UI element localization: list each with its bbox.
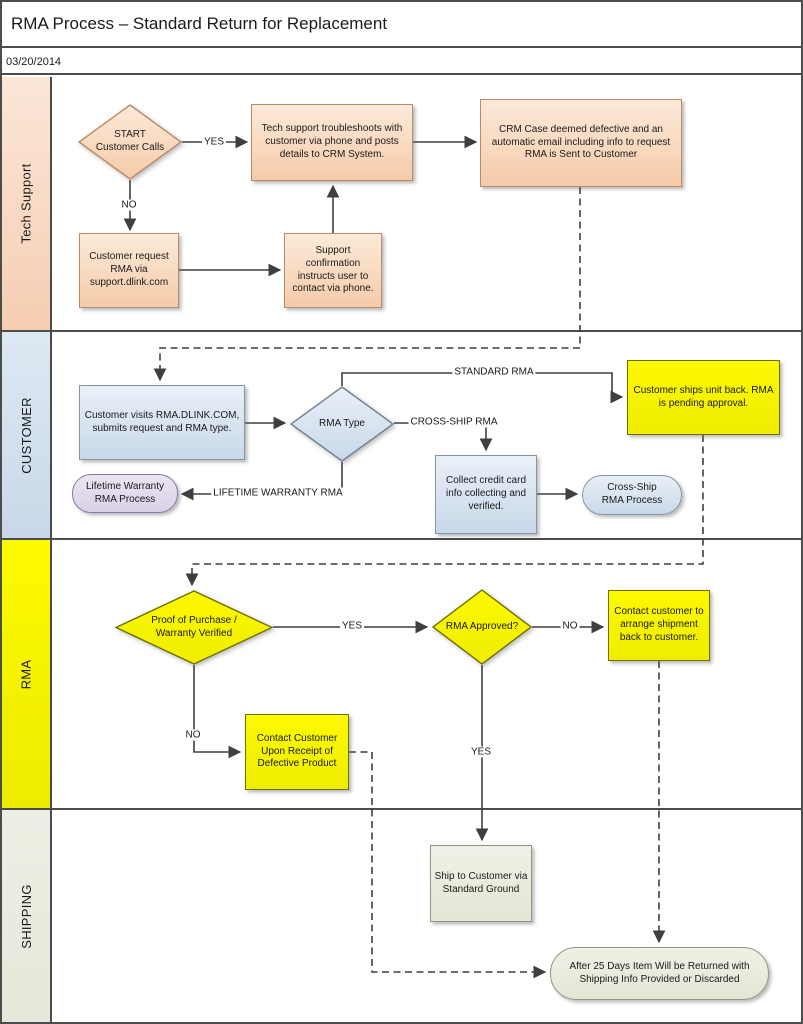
lane-header-customer: CUSTOMER: [2, 332, 52, 538]
proof-diamond: Proof of Purchase / Warranty Verified: [115, 590, 273, 665]
edge-label-no-proof: NO: [183, 729, 203, 741]
start-diamond-label: START Customer Calls: [95, 129, 165, 153]
lane-label-text: CUSTOMER: [18, 396, 34, 474]
lane-header-tech-support: Tech Support: [2, 77, 52, 330]
rma-type-label: RMA Type: [319, 417, 365, 429]
diamond-shape: [78, 104, 182, 180]
contact-receipt-box: Contact Customer Upon Receipt of Defecti…: [245, 714, 349, 790]
cross-ship-label: Cross-Ship RMA Process: [601, 482, 663, 506]
lane-header-rma: RMA: [2, 540, 52, 808]
cross-ship-terminator: Cross-Ship RMA Process: [582, 475, 682, 515]
after-25-label: After 25 Days Item Will be Returned with…: [569, 960, 750, 985]
edge-label-no-start: NO: [119, 199, 139, 211]
edge-label-standard-rma: STANDARD RMA: [452, 366, 536, 378]
contact-receipt-label: Contact Customer Upon Receipt of Defecti…: [256, 732, 338, 770]
customer-ships-box: Customer ships unit back. RMA is pending…: [627, 360, 780, 435]
diamond-shape: [115, 590, 273, 665]
lane-label-text: Tech Support: [18, 163, 34, 244]
edge-label-yes-start: YES: [201, 136, 227, 148]
support-confirm-box: Support confirmation instructs user to c…: [284, 233, 382, 308]
ship-ground-label: Ship to Customer via Standard Ground: [434, 870, 528, 895]
date-bar: 03/20/2014: [2, 50, 801, 75]
approved-diamond: RMA Approved?: [432, 589, 532, 665]
page-title: RMA Process – Standard Return for Replac…: [11, 14, 388, 33]
lifetime-terminator: Lifetime Warranty RMA Process: [72, 474, 178, 513]
collect-cc-box: Collect credit card info collecting and …: [435, 455, 537, 534]
troubleshoot-box: Tech support troubleshoots with customer…: [251, 104, 413, 181]
collect-cc-label: Collect credit card info collecting and …: [445, 475, 527, 512]
troubleshoot-label: Tech support troubleshoots with customer…: [261, 123, 403, 160]
request-rma-box: Customer request RMA via support.dlink.c…: [79, 233, 179, 308]
lane-rma: RMA: [2, 540, 801, 810]
contact-arrange-box: Contact customer to arrange shipment bac…: [608, 590, 710, 661]
proof-label: Proof of Purchase / Warranty Verified: [151, 614, 237, 639]
contact-arrange-label: Contact customer to arrange shipment bac…: [614, 606, 704, 643]
lane-label-text: SHIPPING: [18, 883, 34, 949]
customer-visits-label: Customer visits RMA.DLINK.COM, submits r…: [84, 409, 240, 434]
support-confirm-label: Support confirmation instructs user to c…: [292, 244, 374, 295]
ship-ground-box: Ship to Customer via Standard Ground: [430, 845, 532, 922]
start-diamond: START Customer Calls: [78, 104, 182, 180]
customer-visits-box: Customer visits RMA.DLINK.COM, submits r…: [79, 385, 245, 460]
edge-label-yes-proof: YES: [339, 620, 365, 632]
after-25-terminator: After 25 Days Item Will be Returned with…: [550, 947, 769, 1000]
request-rma-label: Customer request RMA via support.dlink.c…: [89, 251, 169, 288]
edge-label-yes-approved: YES: [468, 746, 494, 758]
rma-type-diamond: RMA Type: [290, 386, 394, 462]
crm-case-box: CRM Case deemed defective and an automat…: [480, 99, 682, 187]
title-bar: RMA Process – Standard Return for Replac…: [2, 2, 801, 48]
approved-label: RMA Approved?: [445, 620, 519, 632]
diamond-shape: [290, 386, 394, 462]
lifetime-label: Lifetime Warranty RMA Process: [86, 480, 164, 505]
lane-label-text: RMA: [18, 659, 34, 689]
date-label: 03/20/2014: [6, 55, 62, 68]
customer-ships-label: Customer ships unit back. RMA is pending…: [633, 384, 774, 409]
edge-label-no-approved: NO: [560, 620, 580, 632]
lane-header-shipping: SHIPPING: [2, 810, 52, 1022]
edge-label-lifetime-rma: LIFETIME WARRANTY RMA: [211, 487, 345, 499]
edge-label-cross-ship-rma: CROSS-SHIP RMA: [408, 416, 500, 428]
crm-case-label: CRM Case deemed defective and an automat…: [491, 123, 671, 161]
diamond-shape: [432, 589, 532, 665]
